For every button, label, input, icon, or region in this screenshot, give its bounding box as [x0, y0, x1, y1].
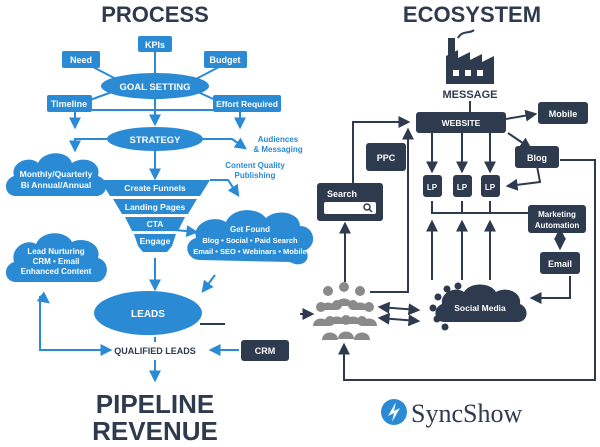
svg-text:Need: Need [70, 55, 92, 65]
svg-text:CRM • Email: CRM • Email [33, 257, 80, 266]
lead-nurturing-cloud: Lead Nurturing CRM • Email Enhanced Cont… [5, 233, 107, 282]
people-group-icon [313, 282, 377, 340]
svg-text:Lead Nurturing: Lead Nurturing [27, 247, 84, 256]
timeline-box: Timeline [47, 95, 92, 112]
svg-text:Get Found: Get Found [230, 225, 270, 234]
svg-text:Automation: Automation [535, 221, 580, 230]
effort-required-box: Effort Required [213, 95, 281, 112]
svg-text:Marketing: Marketing [538, 210, 576, 219]
svg-text:Email: Email [548, 259, 572, 269]
svg-text:Blog • Social • Paid Search: Blog • Social • Paid Search [202, 236, 298, 245]
funnel-create-funnels: Create Funnels [124, 183, 186, 193]
audiences-label: Audiences [258, 135, 299, 144]
svg-text:Search: Search [327, 189, 357, 199]
svg-text:GOAL SETTING: GOAL SETTING [119, 82, 190, 93]
svg-text:Timeline: Timeline [51, 99, 87, 109]
funnel-engage: Engage [140, 236, 171, 246]
svg-text:Bi Annual/Annual: Bi Annual/Annual [21, 180, 92, 190]
process-title: PROCESS [101, 2, 209, 27]
goal-setting-ellipse: GOAL SETTING [101, 73, 209, 99]
factory-icon [446, 29, 494, 84]
marketing-automation-box: Marketing Automation [528, 205, 586, 233]
svg-text:Effort Required: Effort Required [216, 99, 278, 109]
brand-name: SyncShow [411, 399, 522, 428]
get-found-cloud: Get Found Blog • Social • Paid Search Em… [187, 210, 314, 265]
svg-text:STRATEGY: STRATEGY [129, 135, 181, 146]
process-connectors [36, 52, 247, 383]
search-box: Search [317, 183, 383, 221]
funnel: Create Funnels Landing Pages CTA Engage [100, 180, 210, 252]
svg-text:LEADS: LEADS [131, 309, 165, 320]
publishing-label: Publishing [235, 171, 276, 180]
svg-text:Budget: Budget [210, 55, 241, 65]
svg-text:Enhanced Content: Enhanced Content [21, 267, 92, 276]
messaging-label: & Messaging [253, 145, 302, 154]
social-network-icons [429, 282, 462, 331]
cadence-cloud: Monthly/Quarterly Bi Annual/Annual [5, 153, 107, 196]
pipeline-title: PIPELINE [96, 389, 214, 419]
svg-text:LP: LP [485, 183, 496, 192]
crm-box: CRM [241, 340, 289, 361]
lp-box-3: LP [481, 175, 500, 197]
kpis-box: KPIs [138, 36, 172, 52]
revenue-title: REVENUE [92, 416, 218, 446]
funnel-landing-pages: Landing Pages [125, 202, 186, 212]
social-media-cloud: Social Media [435, 284, 527, 322]
svg-text:PPC: PPC [377, 153, 396, 163]
funnel-cta: CTA [147, 219, 164, 229]
website-box: WEBSITE [416, 112, 506, 133]
svg-text:Mobile: Mobile [549, 109, 578, 119]
svg-text:LP: LP [427, 183, 438, 192]
email-box: Email [540, 252, 580, 274]
leads-ellipse: LEADS [94, 291, 202, 335]
content-quality-label: Content Quality [225, 161, 285, 170]
budget-box: Budget [204, 51, 247, 68]
svg-text:LP: LP [457, 183, 468, 192]
svg-text:Social Media: Social Media [454, 303, 506, 313]
svg-text:Email • SEO • Webinars • Mobil: Email • SEO • Webinars • Mobile [193, 247, 307, 256]
lp-box-1: LP [423, 175, 442, 197]
svg-text:Monthly/Quarterly: Monthly/Quarterly [20, 169, 93, 179]
blog-box: Blog [515, 146, 559, 168]
ecosystem-title: ECOSYSTEM [403, 2, 541, 27]
ppc-box: PPC [366, 143, 406, 171]
svg-text:WEBSITE: WEBSITE [442, 118, 481, 128]
need-box: Need [62, 51, 100, 68]
ecosystem-connectors [300, 101, 596, 381]
svg-text:CRM: CRM [255, 346, 276, 356]
search-icon [363, 203, 373, 213]
svg-text:KPIs: KPIs [145, 40, 165, 50]
lp-box-2: LP [453, 175, 472, 197]
message-label: MESSAGE [442, 89, 497, 101]
qualified-leads-label: QUALIFIED LEADS [114, 346, 196, 356]
svg-text:Blog: Blog [527, 153, 547, 163]
mobile-box: Mobile [538, 102, 588, 124]
syncshow-logo-icon [381, 399, 407, 425]
strategy-ellipse: STRATEGY [107, 127, 203, 151]
